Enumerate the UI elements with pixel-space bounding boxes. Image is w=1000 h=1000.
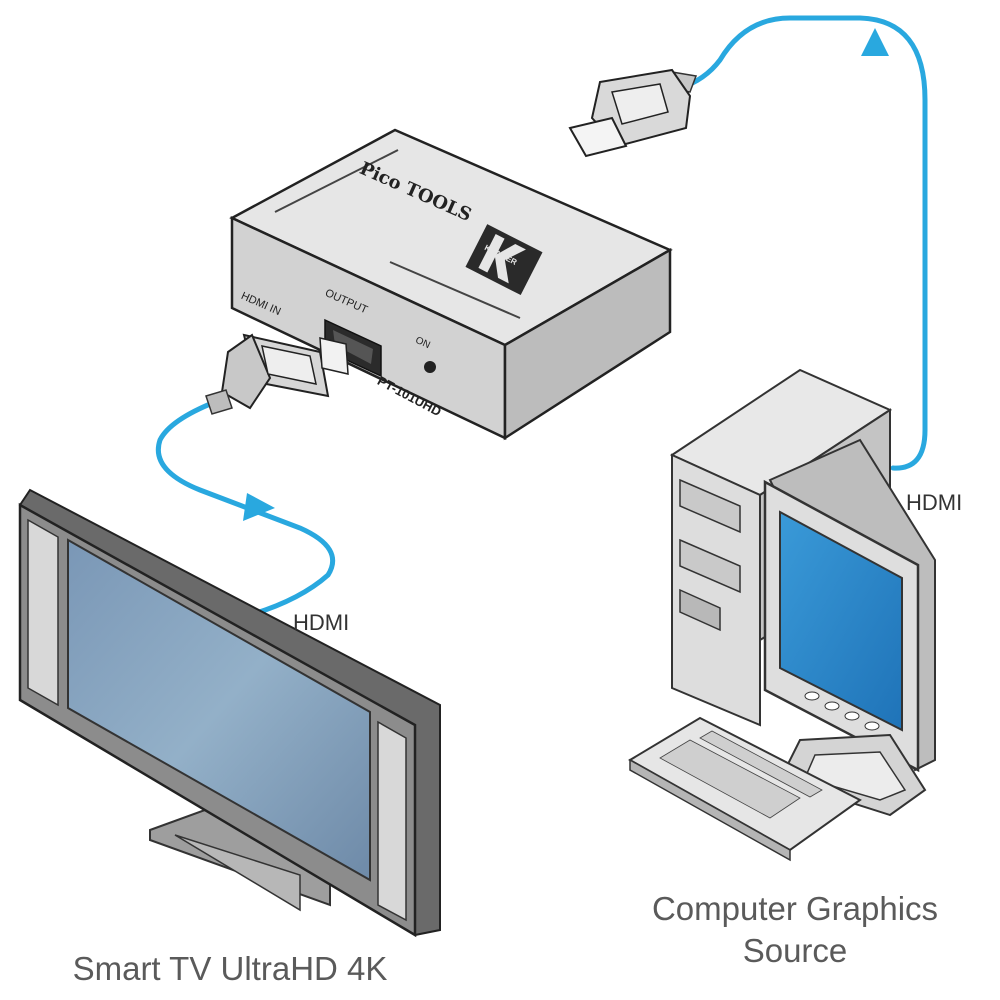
source-cable-label: HDMI [906, 490, 963, 515]
source-caption-line2: Source [742, 932, 848, 969]
scaler-device [229, 128, 673, 441]
display-caption: Smart TV UltraHD 4K [72, 950, 388, 987]
source-caption-line1: Computer Graphics [651, 890, 939, 927]
computer [628, 368, 936, 862]
hdmi-cable-source [677, 15, 928, 471]
smart-tv [18, 488, 441, 938]
flow-arrow-up-icon [861, 28, 889, 56]
power-led-icon [424, 361, 436, 373]
flow-arrow-right-icon [243, 493, 275, 521]
display-cable-label: HDMI [293, 610, 350, 635]
hdmi-plug-display-icon [205, 333, 349, 415]
kramer-logo-icon [465, 224, 543, 296]
hdmi-plug-source-icon [568, 68, 698, 158]
hdmi-cable-display [156, 399, 335, 618]
